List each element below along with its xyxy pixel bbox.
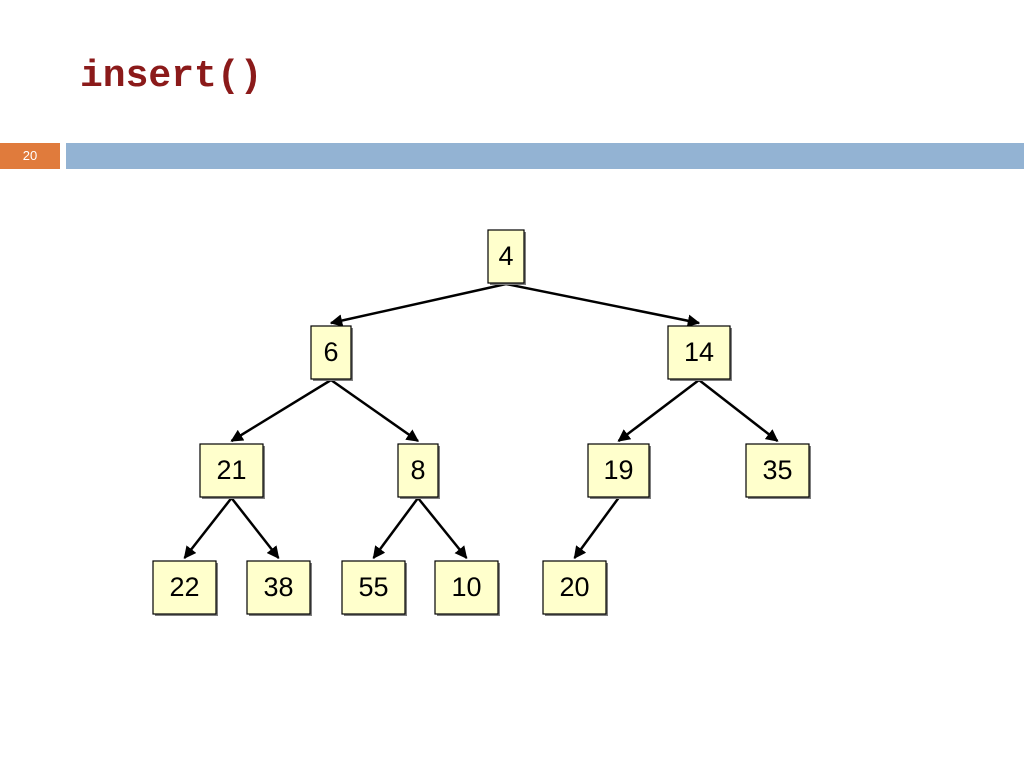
node-label: 10 bbox=[451, 572, 481, 602]
edge-n19-n20 bbox=[573, 497, 620, 560]
edge-n21-n22 bbox=[183, 497, 233, 559]
node-label: 38 bbox=[263, 572, 293, 602]
node-box bbox=[152, 560, 217, 615]
tree-node-8: 8 bbox=[397, 443, 440, 499]
node-box bbox=[434, 560, 499, 615]
tree-node-19: 19 bbox=[587, 443, 651, 499]
tree-node-35: 35 bbox=[745, 443, 811, 499]
edge-n21-n38 bbox=[230, 497, 280, 559]
node-label: 21 bbox=[216, 455, 246, 485]
edge-n14-n35 bbox=[698, 379, 779, 442]
node-label: 6 bbox=[323, 337, 338, 367]
tree-node-10: 10 bbox=[434, 560, 500, 616]
tree-node-21: 21 bbox=[199, 443, 265, 499]
edge-n4-n14 bbox=[505, 282, 701, 327]
node-label: 19 bbox=[603, 455, 633, 485]
node-label: 14 bbox=[684, 337, 714, 367]
edge-n14-n19 bbox=[617, 379, 700, 442]
node-box bbox=[341, 560, 406, 615]
slide-title: insert() bbox=[80, 55, 263, 98]
node-box bbox=[487, 229, 525, 284]
tree-node-20: 20 bbox=[542, 560, 608, 616]
node-box bbox=[246, 560, 311, 615]
tree-node-4: 4 bbox=[487, 229, 526, 285]
tree-node-38: 38 bbox=[246, 560, 312, 616]
slide-number: 20 bbox=[0, 143, 60, 169]
edge-n4-n6 bbox=[329, 282, 507, 327]
node-label: 4 bbox=[498, 241, 513, 271]
edge-n6-n8 bbox=[330, 378, 420, 443]
tree-node-55: 55 bbox=[341, 560, 407, 616]
node-box bbox=[587, 443, 650, 498]
node-box bbox=[310, 325, 352, 380]
edge-n6-n21 bbox=[230, 378, 332, 443]
node-box bbox=[667, 325, 731, 380]
tree-node-22: 22 bbox=[152, 560, 218, 616]
node-label: 8 bbox=[410, 455, 425, 485]
tree-node-6: 6 bbox=[310, 325, 353, 381]
node-label: 55 bbox=[358, 572, 388, 602]
tree-nodes: 4 6 14 21 8 19 35 22 38 55 10 20 bbox=[152, 229, 811, 616]
node-box bbox=[542, 560, 607, 615]
node-box bbox=[745, 443, 810, 498]
tree-edges bbox=[183, 282, 779, 560]
tree-node-14: 14 bbox=[667, 325, 732, 381]
header-bar bbox=[66, 143, 1024, 169]
node-box bbox=[397, 443, 439, 498]
edge-n8-n10 bbox=[417, 497, 468, 559]
node-label: 22 bbox=[169, 572, 199, 602]
edge-n8-n55 bbox=[372, 497, 420, 560]
node-label: 20 bbox=[559, 572, 589, 602]
node-label: 35 bbox=[762, 455, 792, 485]
node-box bbox=[199, 443, 264, 498]
